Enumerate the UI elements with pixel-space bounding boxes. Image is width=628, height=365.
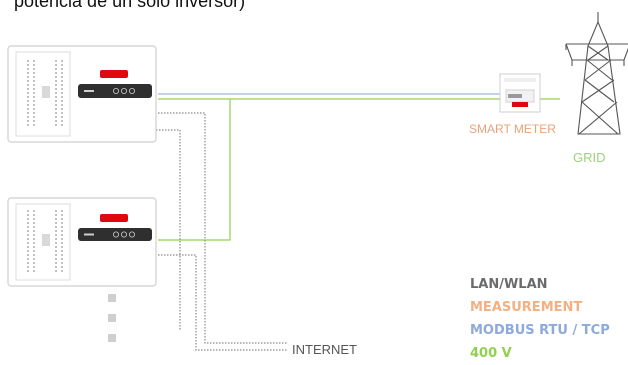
legend: LAN/WLAN MEASUREMENT MODBUS RTU / TCP 40… <box>470 273 610 365</box>
lan-line-bottom <box>158 254 288 351</box>
inverter-top <box>7 45 157 143</box>
legend-item-power: 400 V <box>470 346 512 361</box>
grid-label: GRID <box>573 150 606 165</box>
power-line-bottom <box>158 99 231 241</box>
lan-line-inner <box>120 129 181 330</box>
power-pylon-icon <box>565 12 628 135</box>
internet-label: INTERNET <box>292 342 357 357</box>
more-inverters-dots <box>108 294 116 342</box>
inverter-bottom <box>7 197 157 287</box>
smart-meter-label: SMART METER <box>469 122 556 136</box>
legend-item-modbus: MODBUS RTU / TCP <box>470 323 610 338</box>
connection-lines <box>120 93 560 351</box>
page-heading: potencia de un solo inversor) <box>14 0 246 11</box>
legend-item-measurement: MEASUREMENT <box>470 300 583 315</box>
lan-line-top <box>158 112 288 344</box>
smart-meter-icon <box>499 73 541 113</box>
legend-item-lan: LAN/WLAN <box>470 277 548 292</box>
